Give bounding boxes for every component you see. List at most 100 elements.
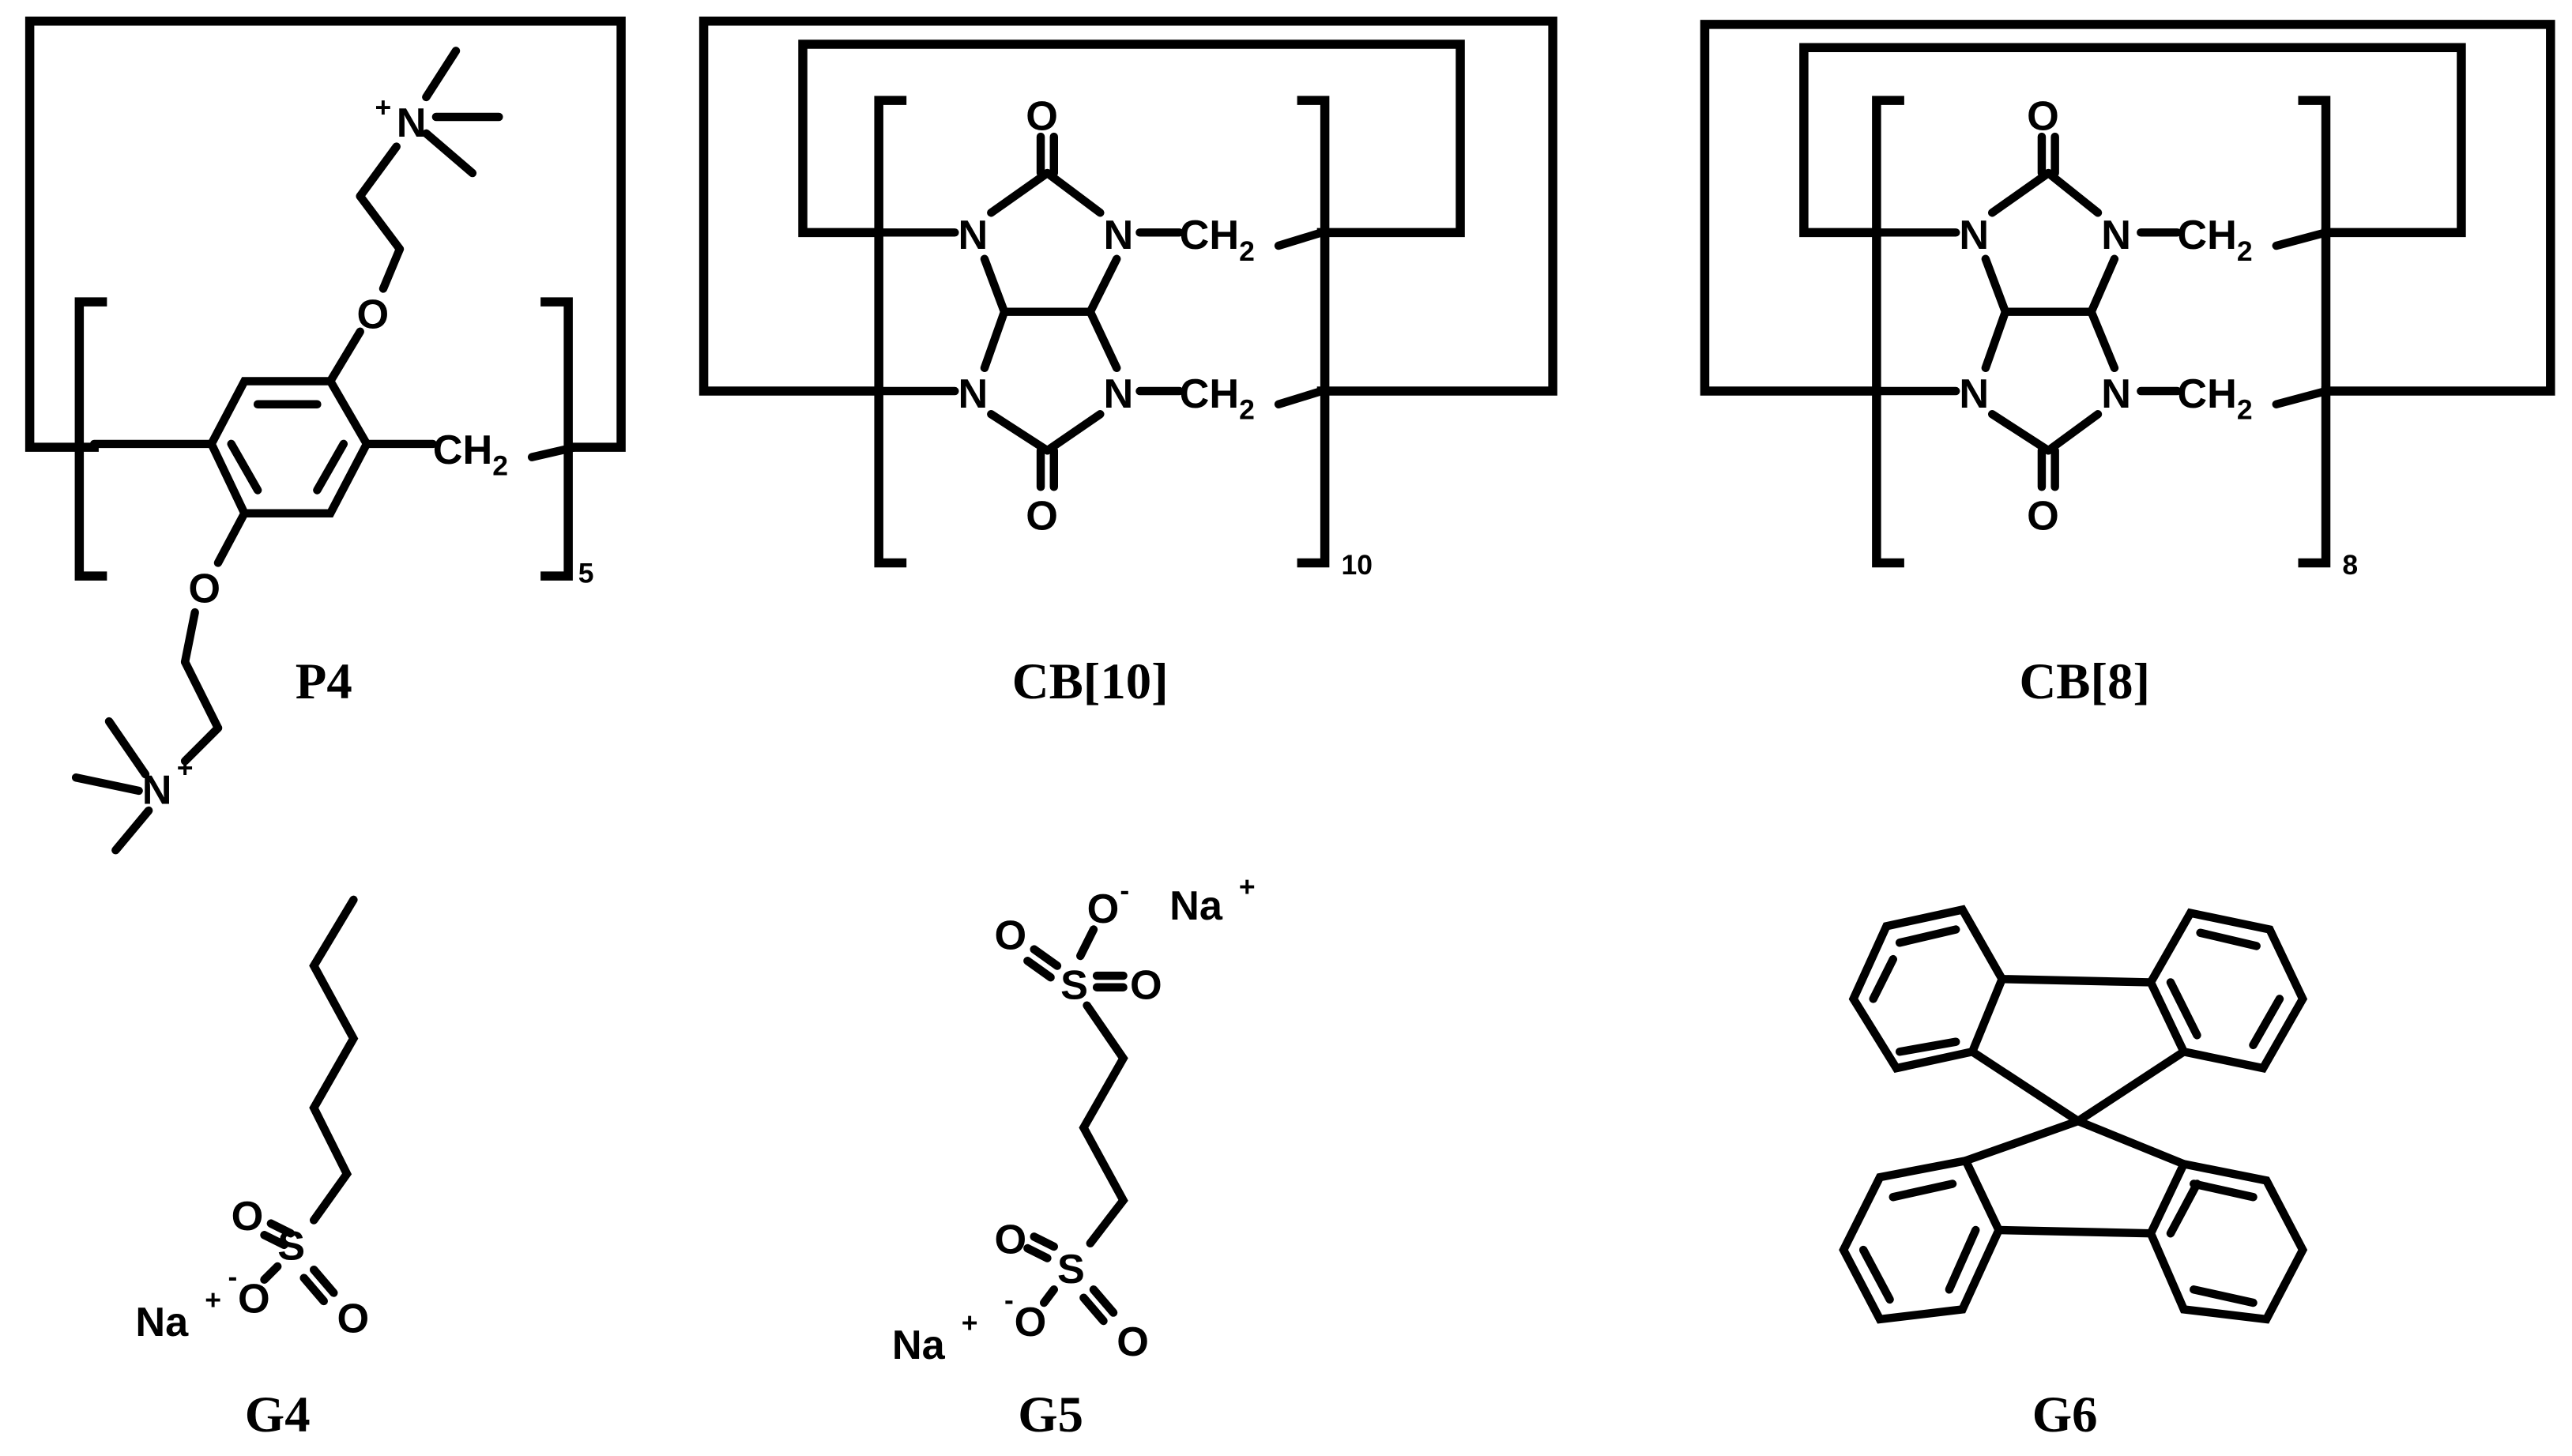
- g6-lr-double-1: [2190, 1179, 2258, 1202]
- p4-ring-double-bond-2: [313, 439, 348, 495]
- g5-lower-oxygen-1: O: [995, 1217, 1027, 1262]
- cb10-n3: N: [958, 371, 989, 417]
- p4-caption: P4: [296, 653, 352, 710]
- g6-ll-double-2: [1945, 1225, 1980, 1294]
- p4-upper-n-charge: +: [375, 92, 392, 123]
- g6-ur-double-3: [2166, 978, 2201, 1040]
- cb8-ch-n4-bond: [2087, 307, 2119, 372]
- cb8-right-bracket: [2298, 96, 2331, 568]
- cb10-repeat-count: 10: [1342, 549, 1373, 581]
- p4-upper-n-methyl-1: [422, 47, 461, 102]
- g4-alkyl-chain: [309, 895, 359, 1225]
- structure-g6: G6: [1839, 905, 2308, 1443]
- g4-oxygen-1: O: [232, 1194, 264, 1240]
- p4-upper-o-c-bond: [378, 245, 405, 293]
- cb10-n4: N: [1103, 371, 1133, 417]
- g5-lower-sodium: Na: [892, 1322, 946, 1368]
- structure-g5: S O O O - Na + S O O - O Na + G5: [892, 871, 1256, 1443]
- structure-g4: S O O - O Na + G4: [135, 895, 369, 1443]
- g5-upper-oxygen-2: O: [1130, 962, 1162, 1008]
- g6-ll-double-3: [1858, 1245, 1894, 1304]
- g6-ur-double-2: [2249, 995, 2284, 1050]
- cb10-upper-ch2: CH2: [1180, 213, 1255, 267]
- cb8-lower-n-c-bond-1: [1987, 410, 2053, 455]
- p4-lower-n-methyl-1: [104, 717, 150, 779]
- p4-ring-to-lower-o-bond: [213, 509, 249, 567]
- cb8-lower-ch2-frame-bond: [2272, 386, 2330, 408]
- p4-upper-nitrogen: N: [397, 100, 427, 146]
- cb8-n2: N: [2101, 213, 2131, 258]
- cb8-upper-n-c-bond-1: [1987, 168, 2053, 217]
- p4-repeat-count: 5: [578, 558, 594, 589]
- g5-lower-so-double-2a: [1089, 1285, 1118, 1317]
- g6-lr-double-2: [2190, 1285, 2258, 1307]
- g5-caption: G5: [1018, 1386, 1083, 1443]
- g4-so-double-2a: [309, 1265, 338, 1297]
- g4-oxygen-2: O: [337, 1296, 369, 1342]
- p4-lower-n-methyl-2: [71, 773, 143, 796]
- cb8-outer-frame: [1700, 20, 2555, 396]
- cb10-lower-n-c-bond-1: [987, 410, 1052, 455]
- p4-ch2-to-frame-bond: [527, 442, 579, 461]
- g5-upper-so-double-1a: [1030, 945, 1062, 970]
- structure-p4: 5 CH2 O + N O N + P4: [24, 16, 626, 855]
- p4-left-bracket: [74, 297, 107, 581]
- g5-lower-oxygen-3: O: [1015, 1300, 1047, 1345]
- g6-lower-left-spiro-bond: [1961, 1116, 2083, 1165]
- g6-ll-double-1: [1889, 1179, 1957, 1202]
- p4-upper-oxygen: O: [357, 292, 390, 338]
- g5-lower-anion-charge: -: [1004, 1284, 1014, 1315]
- p4-upper-c-c-bond: [356, 192, 405, 254]
- p4-lower-c-c-bond: [180, 657, 223, 732]
- cb8-upper-oxygen: O: [2027, 94, 2059, 140]
- g4-sodium: Na: [135, 1300, 189, 1345]
- cb10-upper-ch2-frame-bond: [1274, 228, 1326, 250]
- g6-lower-biaryl-bond: [1994, 1225, 2156, 1238]
- g5-upper-sulfur: S: [1060, 962, 1088, 1008]
- cb10-n2-ch-bond: [1086, 254, 1121, 316]
- cb8-n1: N: [1959, 213, 1989, 258]
- cb8-n3: N: [1959, 371, 1989, 417]
- cb10-lower-ch2-frame-bond: [1274, 386, 1326, 408]
- g6-upper-left-spiro-bond: [1968, 1048, 2083, 1126]
- p4-upper-c-n-bond: [356, 142, 401, 201]
- cb8-lower-c-n-bond-2: [2044, 410, 2103, 455]
- p4-lower-n-charge: +: [177, 752, 194, 784]
- g6-upper-right-spiro-bond: [2073, 1048, 2188, 1126]
- g4-anion-charge: -: [228, 1261, 237, 1292]
- cb8-lower-ch2: CH2: [2177, 371, 2252, 426]
- cb10-upper-n-c-bond-1: [987, 168, 1052, 217]
- g6-ul-double-1: [1895, 925, 1960, 947]
- cb10-inner-frame: [798, 40, 1465, 238]
- p4-ring-double-bond-3: [227, 439, 262, 495]
- cb10-upper-c-n-bond-2: [1043, 168, 1105, 217]
- p4-lower-o-c-bond: [180, 608, 199, 667]
- cb8-inner-frame: [1799, 43, 2466, 238]
- cb10-n1-ch-bond: [980, 254, 1009, 316]
- g6-lower-right-spiro-bond: [2073, 1116, 2188, 1168]
- cb10-outer-frame: [699, 16, 1557, 396]
- g6-ur-double-1: [2196, 928, 2261, 950]
- cb8-left-bracket: [1872, 96, 1904, 568]
- g6-lr-double-3: [2166, 1179, 2201, 1238]
- cb10-n1: N: [958, 213, 989, 258]
- cb8-upper-ch2: CH2: [2177, 213, 2252, 267]
- g5-lower-oxygen-2: O: [1117, 1319, 1149, 1365]
- cb10-upper-oxygen: O: [1026, 94, 1058, 140]
- g5-upper-sodium: Na: [1169, 883, 1223, 929]
- g4-so-single: [260, 1262, 282, 1284]
- g5-lower-cation-charge: +: [962, 1307, 978, 1339]
- g6-caption: G6: [2032, 1386, 2098, 1443]
- cb8-repeat-count: 8: [2342, 549, 2358, 581]
- g4-caption: G4: [245, 1386, 311, 1443]
- structure-cb8: 8 N N N N O O CH2 CH2 CB[8]: [1700, 20, 2555, 710]
- cb10-lower-ch2: CH2: [1180, 371, 1255, 426]
- g5-lower-so-double-1b: [1023, 1243, 1052, 1262]
- cb8-lower-oxygen: O: [2027, 494, 2059, 540]
- p4-lower-c-n-bond: [180, 724, 223, 766]
- g5-lower-so-single: [1040, 1285, 1059, 1307]
- g4-cation-charge: +: [205, 1284, 221, 1315]
- cb8-ch-n3-bond: [1981, 307, 2010, 372]
- g5-upper-oxygen-3: O: [1087, 886, 1120, 932]
- p4-upper-n-methyl-3: [422, 129, 477, 178]
